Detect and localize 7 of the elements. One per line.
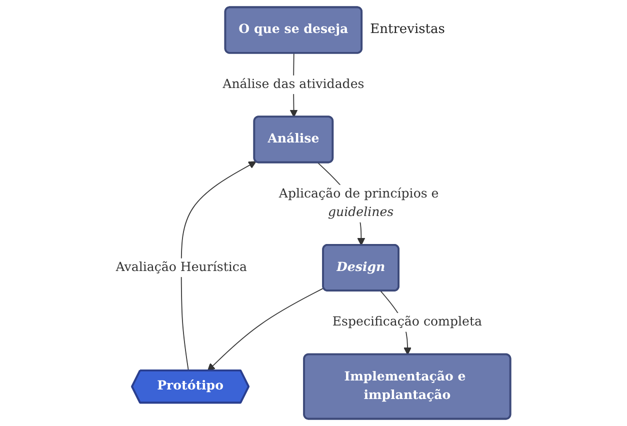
arrow [208, 288, 325, 372]
arrow [181, 161, 257, 372]
edge-label: Aplicação de princípios e guidelines [279, 186, 440, 220]
edge-label: Análise das atividades [223, 77, 365, 92]
edge-label: Especificação completa [332, 314, 482, 330]
edge-label: Avaliação Heurística [116, 260, 248, 274]
node-caption: Entrevistas [370, 22, 445, 38]
